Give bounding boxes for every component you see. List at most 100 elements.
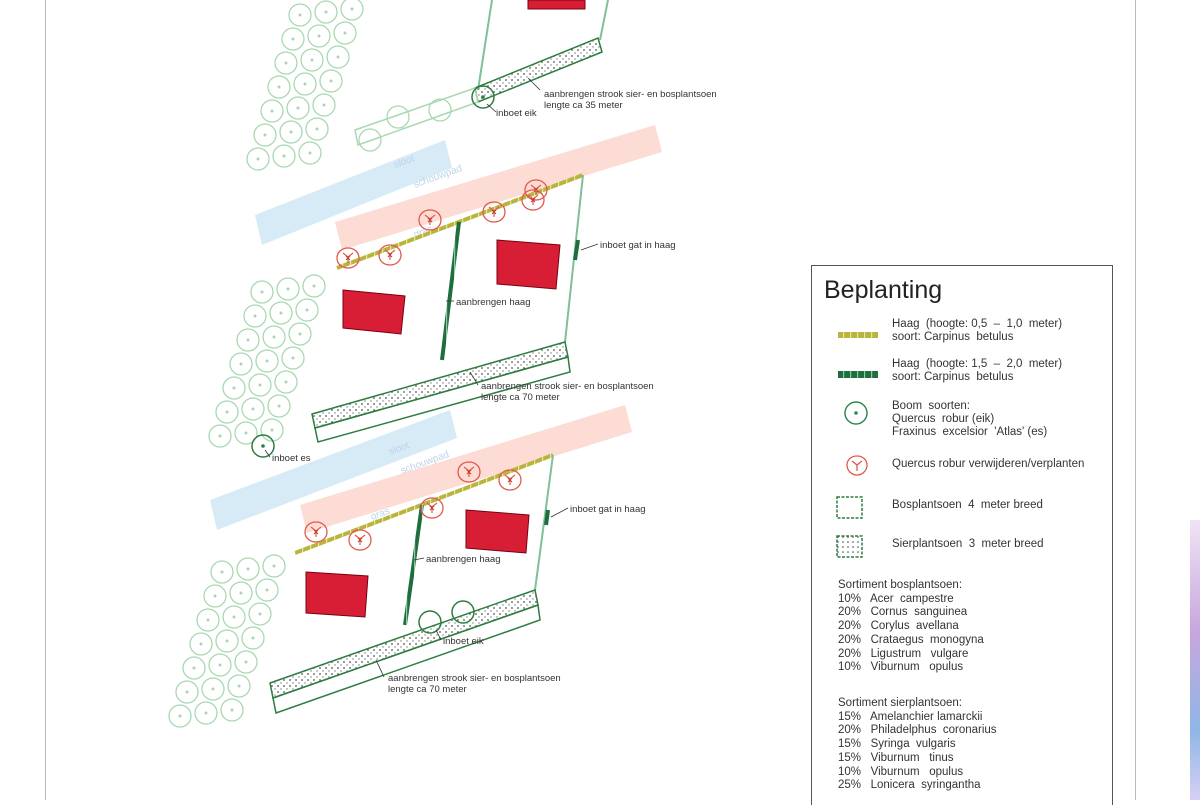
plot-boundary xyxy=(599,0,609,41)
house xyxy=(465,509,530,554)
tree-icon xyxy=(241,626,265,650)
tree-icon xyxy=(276,277,300,301)
planting-strip xyxy=(272,603,541,714)
tree-icon xyxy=(298,141,322,165)
sortiment-row: 15% Amelanchier lamarckii xyxy=(838,710,983,723)
tree-center xyxy=(303,82,307,86)
house xyxy=(527,0,586,10)
tree-center xyxy=(329,79,333,83)
remove-oak-icon xyxy=(348,529,372,551)
tree-center xyxy=(199,642,203,646)
tree-icon xyxy=(279,120,303,144)
tree-icon xyxy=(281,27,305,51)
tree-icon xyxy=(274,370,298,394)
tree-icon xyxy=(302,274,326,298)
tree-icon xyxy=(208,424,232,448)
tree-center xyxy=(277,404,281,408)
tree-center xyxy=(220,570,224,574)
tree-center xyxy=(289,130,293,134)
tree-icon xyxy=(236,557,260,581)
tree-icon xyxy=(194,701,218,725)
plan-label: lengte ca 70 meter xyxy=(481,392,560,403)
tree-icon xyxy=(319,69,343,93)
tree-center xyxy=(178,714,182,718)
replant-oak-icon xyxy=(481,95,485,99)
tree-icon xyxy=(250,280,274,304)
tree-icon xyxy=(182,656,206,680)
tree-icon xyxy=(201,677,225,701)
legend-text: Quercus robur verwijderen/verplanten xyxy=(892,458,1085,470)
tree-icon xyxy=(260,99,284,123)
tree-center xyxy=(192,666,196,670)
tree-center xyxy=(312,284,316,288)
tree-icon xyxy=(272,144,296,168)
tree-center xyxy=(237,684,241,688)
tree-center xyxy=(272,564,276,568)
remove-tree-icon xyxy=(846,455,868,476)
tree-icon xyxy=(255,349,279,373)
plan-label: inboet gat in haag xyxy=(570,504,646,515)
road-band-ditch-1 xyxy=(255,140,452,245)
tree-center xyxy=(298,332,302,336)
remove-oak-icons xyxy=(304,179,548,551)
tree-icon xyxy=(175,680,199,704)
remove-oak-icon xyxy=(336,247,360,269)
tree-center xyxy=(350,7,354,11)
road-band-path-1 xyxy=(335,125,662,250)
tree-center xyxy=(277,85,281,89)
scan-artifact xyxy=(1190,520,1200,800)
tree-icon xyxy=(300,48,324,72)
tree-center xyxy=(324,10,328,14)
hedge-low xyxy=(336,173,584,270)
tree-icon xyxy=(243,304,267,328)
forest-planting-icon xyxy=(836,496,863,519)
tree-icon xyxy=(314,0,338,24)
page-border-left xyxy=(45,0,46,800)
replant-oak-icon xyxy=(418,610,442,634)
tree-center xyxy=(265,359,269,363)
sortiment-row: 15% Syringa vulgaris xyxy=(838,738,956,751)
tree-center xyxy=(265,588,269,592)
remove-oak-icon xyxy=(418,209,442,231)
plan-label: lengte ca 35 meter xyxy=(544,100,623,111)
legend-text: Boom soorten: Quercus robur (eik) Fraxin… xyxy=(892,400,1048,438)
sortiment-title: Sortiment sierplantsoen: xyxy=(838,697,963,709)
tree-center xyxy=(258,383,262,387)
tree-icon xyxy=(262,325,286,349)
hedge-low xyxy=(294,453,554,555)
existing-trees xyxy=(168,0,452,728)
leader-lines xyxy=(264,77,599,678)
tree-icon xyxy=(255,578,279,602)
house xyxy=(305,571,369,618)
plan-label: aanbrengen haag xyxy=(456,297,531,308)
tree-center xyxy=(225,410,229,414)
remove-oak-icon xyxy=(304,521,328,543)
sortiment-row: 20% Corylus avellana xyxy=(838,620,959,633)
house xyxy=(496,239,561,290)
hedge-high xyxy=(403,504,424,626)
tree-icon xyxy=(208,653,232,677)
hedge-high xyxy=(573,239,580,261)
tree-center xyxy=(185,690,189,694)
tree-center xyxy=(298,13,302,17)
tree-icon xyxy=(295,298,319,322)
remove-oak-icon xyxy=(521,189,545,211)
tree-icon xyxy=(241,397,265,421)
tree-icon xyxy=(196,608,220,632)
replant-ash-icon xyxy=(251,434,275,458)
tree-icon xyxy=(203,584,227,608)
tree-center xyxy=(270,109,274,113)
tree-icon xyxy=(262,554,286,578)
plan-label: aanbrengen haag xyxy=(426,554,501,565)
tree-center xyxy=(251,636,255,640)
hedge-high-icon xyxy=(838,371,878,378)
tree-icon xyxy=(229,581,253,605)
hedge-high xyxy=(440,221,461,361)
plan-label: inboet eik xyxy=(443,636,484,647)
tree-center xyxy=(232,386,236,390)
tree-center xyxy=(218,663,222,667)
sortiment-row: 20% Philadelphus coronarius xyxy=(838,724,997,737)
planting-strip xyxy=(314,356,571,443)
sortiment-row: 15% Viburnum tinus xyxy=(838,751,954,764)
